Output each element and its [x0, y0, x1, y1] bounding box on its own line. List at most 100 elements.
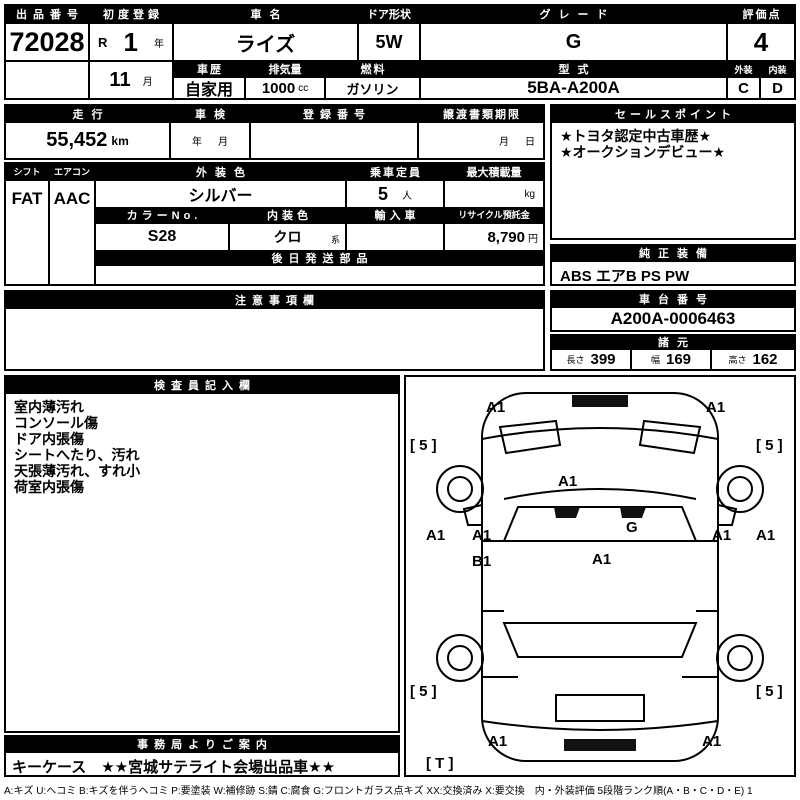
inspector-note-line: 荷室内張傷 — [14, 479, 84, 495]
transfer-month-unit: 月 — [499, 137, 509, 148]
sales-point-line: ★トヨタ認定中古車歴★ — [560, 128, 712, 144]
damage-marker-front-bumper-right: A1 — [706, 399, 726, 416]
inspection-label: 車検 — [171, 106, 251, 123]
month-value: 11 — [109, 68, 131, 91]
grade-label: グレード — [421, 6, 728, 24]
length-label: 長さ — [566, 355, 585, 365]
exhibit-no-label: 出品番号 — [6, 6, 90, 24]
displacement-label: 排気量 — [246, 62, 326, 78]
history-value: 自家用 — [174, 78, 246, 99]
shift-value: FAT — [6, 181, 50, 284]
cautions-box: 注意事項欄 — [4, 290, 545, 371]
inspector-note-line: シートへたり、汚れ — [14, 447, 140, 463]
genuine-equipment-value: ABS エアB PS PW — [560, 268, 690, 285]
color-no-value: S28 — [96, 224, 230, 250]
grade-value: G — [421, 24, 728, 62]
dimensions-box: 諸元 長さ 399 幅 169 高さ 162 — [550, 334, 796, 371]
header-table: 出品番号 72028 初度登録 R 1 年 11 月 車名 ライズ ドア形状 5… — [4, 4, 796, 100]
door-shape-label: ドア形状 — [359, 6, 421, 24]
mileage-unit: km — [111, 133, 129, 148]
cautions-label: 注意事項欄 — [6, 292, 543, 309]
year-value: 1 — [123, 26, 138, 57]
inspector-note-line: コンソール傷 — [14, 415, 98, 431]
recycle-deposit-unit: 円 — [528, 233, 538, 245]
office-info-box: 事務局よりご案内 キーケース ★★宮城サテライト会場出品車★★ — [4, 735, 400, 777]
registration-no-label: 登録番号 — [251, 106, 419, 123]
sales-points-content: ★トヨタ認定中古車歴★ ★オークションデビュー★ — [552, 123, 794, 165]
length-cell: 長さ 399 — [552, 350, 632, 369]
genuine-equipment-label: 純正装備 — [552, 246, 794, 262]
tire-depth-rear-left: [ 5 ] — [410, 683, 437, 700]
model-code-value: 5BA-A200A — [421, 78, 728, 98]
width-cell: 幅 169 — [632, 350, 712, 369]
tire-depth-front-left: [ 5 ] — [410, 437, 437, 454]
score-value: 4 — [728, 24, 794, 62]
era-value: R — [98, 34, 108, 50]
inspector-notes-label: 検査員記入欄 — [6, 377, 398, 394]
aircon-value: AAC — [50, 181, 96, 284]
sales-points-box: セールスポイント ★トヨタ認定中古車歴★ ★オークションデビュー★ — [550, 104, 796, 240]
dimensions-label: 諸元 — [552, 336, 794, 350]
damage-marker-rear-bumper-right: A1 — [702, 733, 722, 750]
vehicle-diagram: A1 A1 [ 5 ] [ 5 ] A1 A1 A1 B1 G A1 A1 A1… — [404, 375, 796, 777]
score-label: 評価点 — [728, 6, 794, 24]
genuine-equipment-box: 純正装備 ABS エアB PS PW — [550, 244, 796, 286]
car-name-label: 車名 — [174, 6, 359, 24]
exterior-color-value: シルバー — [96, 181, 347, 207]
door-shape-value: 5W — [359, 24, 421, 62]
width-value: 169 — [665, 351, 692, 368]
spare-tire-marker: [ T ] — [426, 755, 454, 772]
mileage-label: 走行 — [6, 106, 171, 123]
length-value: 399 — [590, 351, 616, 368]
interior-color-cell: クロ 系 — [230, 224, 347, 250]
height-cell: 高さ 162 — [712, 350, 794, 369]
exhibit-no-value: 72028 — [6, 24, 90, 62]
inspector-note-line: 天張薄汚れ、すれ小 — [14, 463, 141, 479]
chassis-label: 車台番号 — [552, 292, 794, 308]
displacement-value: 1000 — [261, 79, 296, 97]
damage-marker-right-door: A1 — [712, 527, 732, 544]
interior-grade-value: D — [761, 78, 794, 98]
damage-marker-right-fender: A1 — [756, 527, 776, 544]
aircon-label: エアコン — [50, 164, 96, 181]
recycle-deposit-label: リサイクル預託金 — [445, 207, 543, 224]
inspector-notes-content: 室内薄汚れ コンソール傷 ドア内張傷 シートへたり、汚れ 天張薄汚れ、すれ小 荷… — [6, 394, 398, 500]
interior-grade-label: 内装 — [761, 62, 794, 78]
office-info-label: 事務局よりご案内 — [6, 737, 398, 753]
first-registration-label: 初度登録 — [90, 6, 174, 24]
inspection-cell: 年 月 — [171, 123, 251, 158]
exterior-grade-label: 外装 — [728, 62, 761, 78]
fuel-value: ガソリン — [326, 78, 421, 98]
capacity-value: 5 — [377, 183, 388, 204]
car-body-outline — [462, 392, 738, 762]
history-label: 車歴 — [174, 62, 246, 78]
shift-label: シフト — [6, 164, 50, 181]
damage-marker-roof: A1 — [592, 551, 612, 568]
wheels — [436, 465, 764, 682]
displacement-cell: 1000 cc — [246, 78, 326, 98]
fuel-label: 燃料 — [326, 62, 421, 78]
displacement-unit: cc — [298, 82, 309, 94]
imported-value — [347, 224, 445, 250]
car-top-view — [436, 392, 764, 762]
mileage-value: 55,452 — [46, 129, 108, 151]
month-unit: 月 — [142, 76, 153, 88]
tire-depth-front-right: [ 5 ] — [756, 437, 783, 454]
chassis-value: A200A-0006463 — [552, 308, 794, 330]
height-value: 162 — [752, 351, 778, 368]
recycle-deposit-cell: 8,790 円 — [445, 224, 543, 250]
inspector-note-line: 室内薄汚れ — [14, 399, 84, 415]
transfer-day-unit: 日 — [525, 137, 535, 148]
max-load-label: 最大積載量 — [445, 164, 543, 181]
plates-and-wipers — [554, 395, 646, 751]
sales-points-label: セールスポイント — [552, 106, 794, 123]
later-parts-label: 後日発送部品 — [96, 250, 543, 266]
damage-marker-left-door: A1 — [472, 527, 492, 544]
damage-marker-front-bumper-left: A1 — [486, 399, 506, 416]
damage-marker-hood: A1 — [558, 473, 578, 490]
dimensions-row: 長さ 399 幅 169 高さ 162 — [552, 350, 794, 369]
damage-marker-left-door-dent: B1 — [472, 553, 492, 570]
damage-marker-left-fender: A1 — [426, 527, 446, 544]
first-registration-month-cell: 11 月 — [90, 62, 174, 98]
